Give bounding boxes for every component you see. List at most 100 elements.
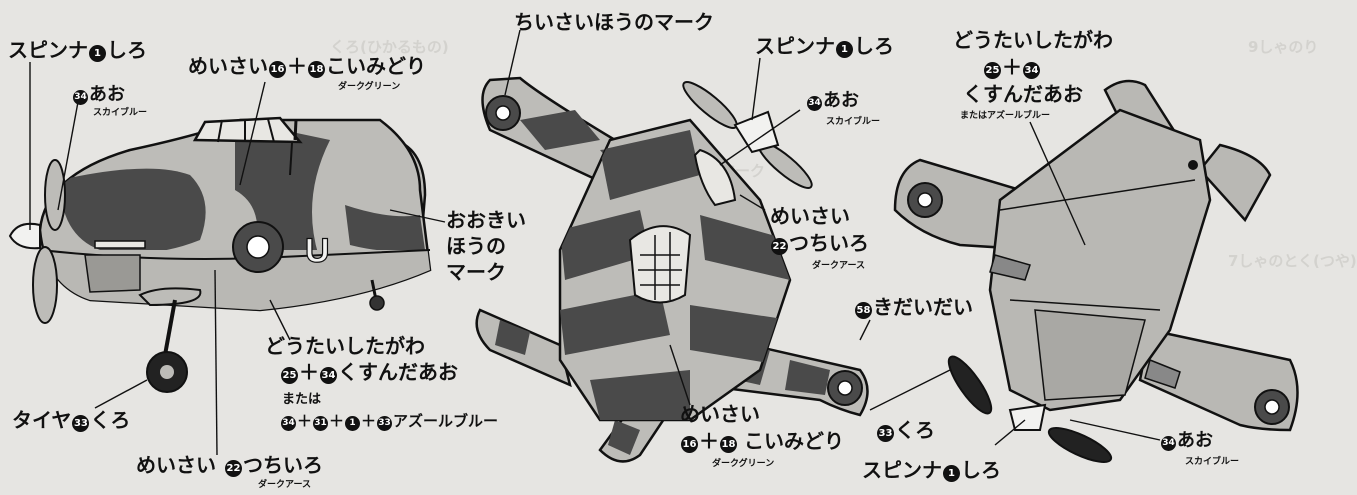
paint-number-badge: 16 <box>681 436 698 453</box>
paint-number-badge: 18 <box>720 436 737 453</box>
paint-number-badge: 33 <box>877 425 894 442</box>
camo-prefix: めいさい <box>136 453 216 477</box>
paint-number-badge: 25 <box>984 62 1001 79</box>
paint-number-badge: 58 <box>855 302 872 319</box>
paint-number-badge: 34 <box>320 367 337 384</box>
right-tail-right <box>1198 143 1272 223</box>
black-color: くろ <box>895 418 935 442</box>
middle-airplane <box>475 76 869 463</box>
spinner-text: スピンナ <box>8 38 88 62</box>
left-fuselage-side-or: または <box>282 392 322 407</box>
paint-number-badge: 1 <box>89 45 106 62</box>
middle-earth-prefix: めいさい <box>770 204 850 228</box>
paint-number-badge: 1 <box>345 416 361 431</box>
spinner-text: スピンナ <box>755 34 835 58</box>
spinner-color: しろ <box>854 34 894 58</box>
paint-number-badge: 34 <box>1023 62 1040 79</box>
faint-background-text: 9しゃのり <box>1248 38 1319 56</box>
paint-number-badge: 31 <box>313 416 329 431</box>
plus-sign: ＋ <box>1002 55 1022 79</box>
paint-number-badge: 33 <box>72 415 90 432</box>
middle-small-mark-label: ちいさいほうのマーク <box>514 10 714 34</box>
left-earth-sub: ダークアース <box>258 480 312 490</box>
spinner-color: しろ <box>107 38 147 62</box>
paint-number-badge: 22 <box>771 238 788 255</box>
plus-sign: ＋ <box>297 412 313 430</box>
middle-green-label: 16＋18 こいみどり <box>680 431 844 453</box>
plus-sign: ＋ <box>329 412 345 430</box>
right-skyblue-sub: スカイブルー <box>1185 457 1240 467</box>
tire-color: くろ <box>90 408 131 432</box>
middle-green-prefix: めいさい <box>680 402 760 426</box>
skyblue-color: あお <box>823 90 859 111</box>
paint-number-badge: 1 <box>943 465 960 482</box>
right-fuselage-side-mix: 25＋34 <box>983 57 1041 79</box>
left-fuselage-side-title: どうたいしたがわ <box>265 334 425 358</box>
left-canopy <box>192 116 303 144</box>
right-airplane <box>893 79 1299 463</box>
left-bigmark-line1: おおきい <box>446 208 526 232</box>
left-spinner <box>8 222 41 250</box>
right-fuselage-side-color: くすんだあお <box>963 82 1083 106</box>
paint-number-badge: 34 <box>1161 436 1176 451</box>
earth-color: つちいろ <box>243 453 323 477</box>
right-propeller-left <box>947 355 993 415</box>
tire-text: タイヤ <box>12 408 72 432</box>
plus-sign: ＋ <box>287 54 307 78</box>
paint-number-badge: 34 <box>807 96 822 111</box>
right-fuselage-side-sub: またはアズールブルー <box>960 111 1051 121</box>
plus-sign: ＋ <box>361 412 377 430</box>
paint-number-badge: 16 <box>269 61 286 78</box>
right-fuselage-side-title: どうたいしたがわ <box>953 28 1113 52</box>
middle-skyblue-sub: スカイブルー <box>826 117 881 127</box>
azure-blue-color: アズールブルー <box>393 412 499 430</box>
left-roundel <box>232 221 284 273</box>
left-skyblue-sub: スカイブルー <box>93 108 148 118</box>
green-color: こいみどり <box>744 429 844 453</box>
leader-lines <box>29 29 1161 456</box>
dull-blue-color: くすんだあお <box>338 360 458 384</box>
earth-color: つちいろ <box>789 231 869 255</box>
spinner-color: しろ <box>961 458 1001 482</box>
plus-sign: ＋ <box>699 429 719 453</box>
left-green-sub: ダークグリーン <box>338 82 401 92</box>
middle-canopy <box>628 225 692 304</box>
paint-number-badge: 34 <box>73 90 88 105</box>
camo-prefix: めいさい <box>188 54 268 78</box>
paint-number-badge: 1 <box>836 41 853 58</box>
left-propeller-bottom <box>32 246 58 324</box>
airplane-illustrations: U <box>8 29 1299 463</box>
left-bigmark-line3: マーク <box>446 260 506 284</box>
left-bigmark-line2: ほうの <box>446 234 506 258</box>
paint-number-badge: 22 <box>225 460 242 477</box>
plus-sign: ＋ <box>299 360 319 384</box>
yellow-color: きだいだい <box>873 295 973 319</box>
paint-number-badge: 33 <box>377 416 393 431</box>
middle-spinner <box>733 110 780 154</box>
instruction-sheet: くろ(ひかるもの) 9しゃのり 7しゃのとく(つや) ちいさいマーク <box>8 10 1357 490</box>
left-propeller-top <box>44 159 66 231</box>
middle-earth-sub: ダークアース <box>812 261 866 271</box>
faint-background-text: 7しゃのとく(つや) <box>1228 252 1357 270</box>
skyblue-color: あお <box>89 84 125 105</box>
right-spinner <box>1008 403 1047 431</box>
paint-number-badge: 18 <box>308 61 325 78</box>
right-propeller-right <box>1047 427 1113 463</box>
paint-number-badge: 25 <box>281 367 298 384</box>
green-color: こいみどり <box>326 54 426 78</box>
tail-letter: U <box>305 232 330 270</box>
skyblue-color: あお <box>1177 430 1213 451</box>
